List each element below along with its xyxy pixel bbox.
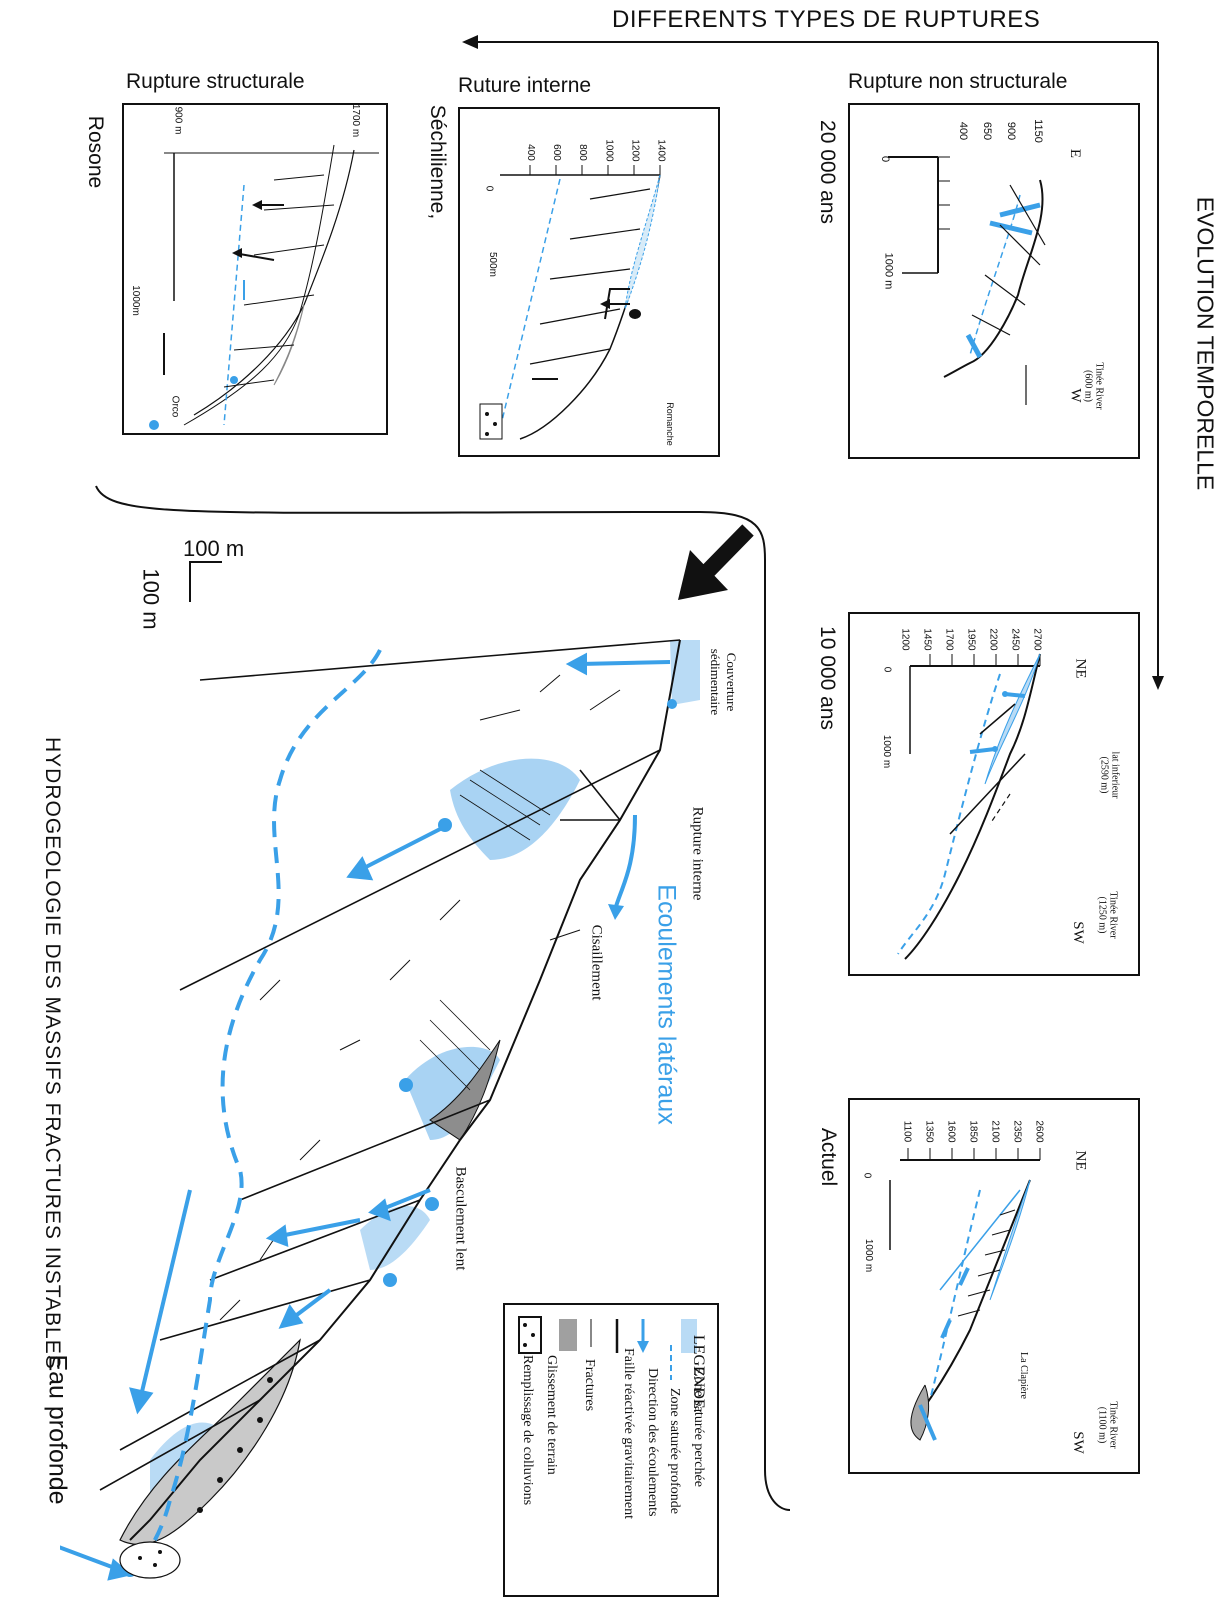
panel-structurale-drawing [149, 144, 379, 430]
panel-rupture-interne: 1400 1200 1000 800 600 400 0 500m Romanc… [458, 107, 720, 457]
label-rupture-interne: Rupture interne [689, 806, 706, 901]
scale-bar-horizontal-label: 100 m [183, 536, 245, 561]
rupture-internal-title: Ruture interne [458, 74, 592, 97]
panel-interne-drawing [479, 165, 661, 440]
legend-symbols [518, 1316, 697, 1380]
legend-box: LEGENDE: Zone saturée perchée Zone satur… [503, 1303, 719, 1597]
panel-10000-ans: NE SW 2700 2450 2200 1950 1700 1450 1200… [848, 612, 1140, 976]
panel-20000-drawing [888, 156, 1046, 405]
label-eau-profonde: Eau profonde [43, 1354, 72, 1505]
legend-item-colluvions: Remplissage de colluvions [520, 1355, 535, 1506]
panel-20000-ans: E W 1150 900 650 400 0 1000 m Tinée Rive… [848, 103, 1140, 459]
legend-item-faille: Faille réactivée gravitairement [621, 1348, 636, 1520]
panel-rupture-structurale: 1700 m 900 m 1000m Orco [122, 103, 388, 435]
legend-item-zone-profonde: Zone saturée profonde [667, 1388, 682, 1514]
main-cross-section [60, 639, 700, 1581]
rupture-structural-title: Rupture structurale [126, 70, 305, 93]
legend-item-glissement: Glissement de terrain [544, 1355, 559, 1475]
diagram-header-title: DIFFERENTS TYPES DE RUPTURES [612, 6, 1041, 33]
panel-actuel-drawing [889, 1148, 1041, 1441]
scale-bar [189, 561, 222, 602]
label-ecoulements-lateraux: Ecoulements latéraux [652, 884, 681, 1125]
label-couverture-sedimentaire: Couverture sédimentaire [708, 648, 740, 716]
label-cisaillement: Cisaillement [588, 924, 605, 1001]
legend-item-fractures: Fractures [582, 1359, 597, 1412]
legend-item-direction: Direction des écoulements [645, 1368, 660, 1517]
panel-10000-drawing [897, 653, 1041, 960]
legend-item-zone-perchee: Zone saturée perchée [691, 1368, 706, 1487]
time-axis-arrow [462, 35, 1164, 690]
panel-actuel: NE SW 2600 2350 2100 1850 1600 1350 1100… [848, 1098, 1140, 1474]
rupture-non-structural-title: Rupture non structurale [848, 70, 1068, 93]
label-basculement-lent: Basculement lent [452, 1166, 469, 1271]
